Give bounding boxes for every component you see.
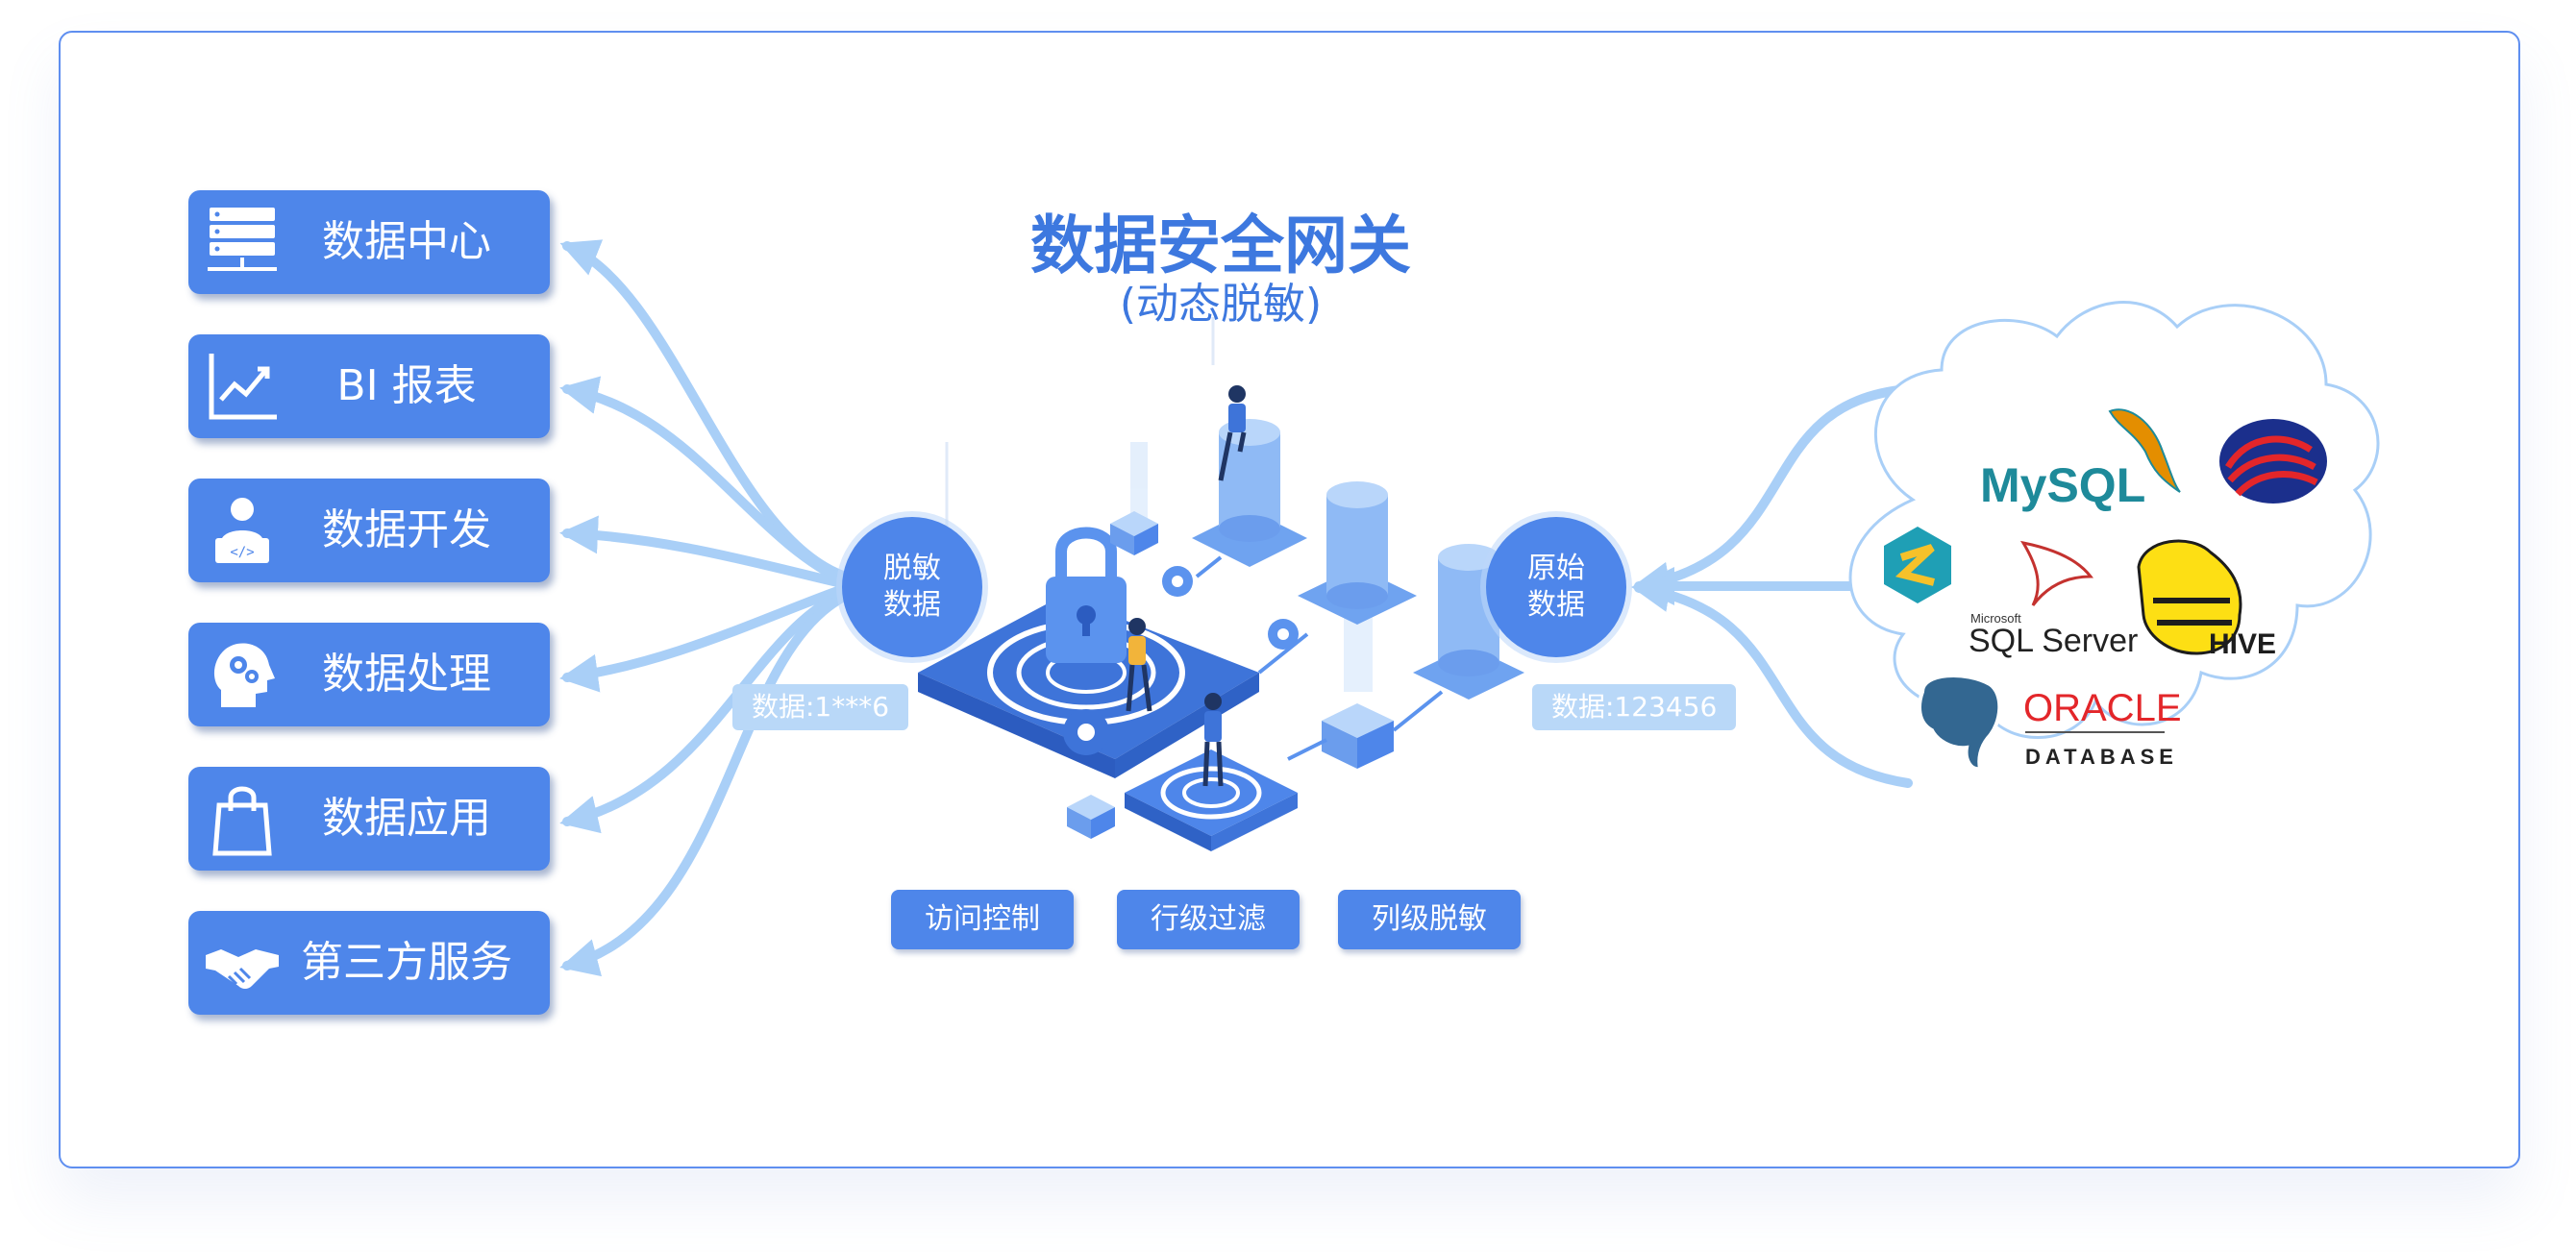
raw-data-node: 原始 数据 xyxy=(1486,517,1626,657)
person-figure-top xyxy=(1218,385,1247,481)
oracle-logo: ORACLE DATABASE xyxy=(2023,687,2182,769)
masked-data-node: 脱敏 数据 xyxy=(842,517,982,657)
cube-small-2 xyxy=(1067,795,1115,839)
hive-text: HIVE xyxy=(2209,628,2276,660)
diagram-subtitle: (动态脱敏) xyxy=(1119,280,1323,329)
feature-access-control[interactable]: 访问控制 xyxy=(891,890,1074,949)
masked-value-chip: 数据:1***6 xyxy=(732,684,909,730)
gear-icon-2 xyxy=(1268,619,1299,650)
dolphin-icon xyxy=(2108,408,2181,493)
postgresql-elephant-icon xyxy=(1918,674,2002,772)
node-line: 原始 xyxy=(1527,552,1585,585)
mysql-logo: MySQL xyxy=(1980,408,2181,512)
raw-value-chip: 数据:123456 xyxy=(1532,684,1737,730)
arrow-to-data-dev xyxy=(559,515,851,589)
sql-server-text: SQL Server xyxy=(1969,623,2138,659)
person-figure-lock xyxy=(1126,618,1152,712)
handshake-icon xyxy=(206,949,279,989)
arrow-to-third-party xyxy=(559,591,851,977)
oracle-text: ORACLE xyxy=(2023,687,2182,729)
app-button-data-app[interactable]: 数据应用 xyxy=(188,767,550,871)
red-db-logo-icon xyxy=(2219,419,2327,504)
arrow-to-data-processing xyxy=(559,583,851,693)
feature-column-masking[interactable]: 列级脱敏 xyxy=(1338,890,1521,949)
hive-logo: HIVE xyxy=(2137,539,2276,660)
svg-text:</>: </> xyxy=(230,545,254,560)
app-label: 数据中心 xyxy=(322,217,491,266)
person-figure-target xyxy=(1202,693,1224,787)
mysql-text: MySQL xyxy=(1980,458,2145,512)
app-button-bi-report[interactable]: BI 报表 xyxy=(188,334,550,438)
developer-laptop-icon: </> xyxy=(215,498,269,563)
node-line: 脱敏 xyxy=(883,552,941,585)
app-label: 数据开发 xyxy=(322,505,491,554)
sql-server-icon xyxy=(2019,540,2094,606)
cloud-outline xyxy=(1848,301,2380,739)
arrow-to-bi-report xyxy=(559,376,851,586)
cube-small-1 xyxy=(1110,511,1158,555)
padlock-shackle xyxy=(1055,527,1117,577)
cube-stack xyxy=(1322,703,1394,769)
database-cylinder-1 xyxy=(1192,419,1307,567)
app-button-data-processing[interactable]: 数据处理 xyxy=(188,623,550,726)
node-line: 数据 xyxy=(1527,588,1585,622)
node-line: 数据 xyxy=(883,588,941,622)
arrow-to-data-app xyxy=(559,587,851,834)
sql-server-small-text: Microsoft xyxy=(1970,611,2021,626)
line-chart-icon xyxy=(209,354,277,420)
arrow-raw-in-bottom xyxy=(1631,574,1913,788)
app-button-data-dev[interactable]: </> 数据开发 xyxy=(188,479,550,582)
app-button-third-party[interactable]: 第三方服务 xyxy=(188,911,550,1015)
database-cylinder-2 xyxy=(1298,481,1417,625)
app-label: 数据处理 xyxy=(322,650,491,699)
sql-server-logo: Microsoft SQL Server xyxy=(1969,540,2138,659)
feature-row-filter[interactable]: 行级过滤 xyxy=(1117,890,1300,949)
target-platform xyxy=(1125,749,1298,851)
arrow-raw-in-top xyxy=(1631,384,1913,601)
lock-platform xyxy=(918,527,1259,778)
server-rack-icon xyxy=(208,208,277,271)
app-label: BI 报表 xyxy=(336,361,477,410)
shopping-bag-icon xyxy=(212,786,272,856)
app-label: 数据应用 xyxy=(322,794,491,843)
app-button-data-center[interactable]: 数据中心 xyxy=(188,190,550,294)
oracle-sub-text: DATABASE xyxy=(2025,745,2178,769)
gear-icon-1 xyxy=(1162,566,1193,597)
app-label: 第三方服务 xyxy=(301,938,512,987)
teal-db-logo-icon xyxy=(1884,527,1951,603)
head-gears-icon xyxy=(213,643,275,707)
gear-icon-3 xyxy=(1063,709,1109,755)
diagram-title: 数据安全网关 xyxy=(1030,209,1411,283)
